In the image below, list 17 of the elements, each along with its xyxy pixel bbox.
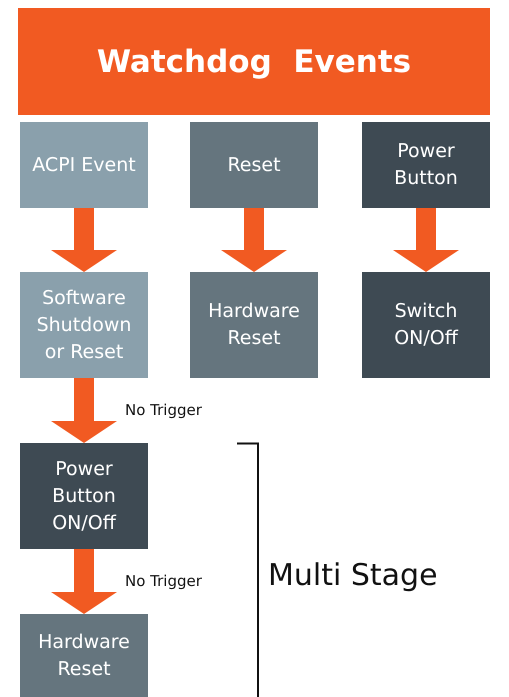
event-box: Power Button	[362, 122, 490, 208]
group-label: Multi Stage	[268, 558, 438, 593]
arrow	[51, 549, 117, 614]
arrow	[51, 208, 117, 272]
event-box: Power Button ON/Off	[20, 443, 148, 549]
arrow	[221, 208, 287, 272]
arrow	[393, 208, 459, 272]
arrow	[51, 378, 117, 443]
edge-label: No Trigger	[125, 572, 202, 590]
event-box: Hardware Reset	[20, 614, 148, 697]
event-box: Reset	[190, 122, 318, 208]
event-box: Software Shutdown or Reset	[20, 272, 148, 378]
edge-label: No Trigger	[125, 400, 202, 418]
event-box: ACPI Event	[20, 122, 148, 208]
event-box: Switch ON/Off	[362, 272, 490, 378]
title-banner: Watchdog Events	[18, 8, 490, 115]
event-box: Hardware Reset	[190, 272, 318, 378]
